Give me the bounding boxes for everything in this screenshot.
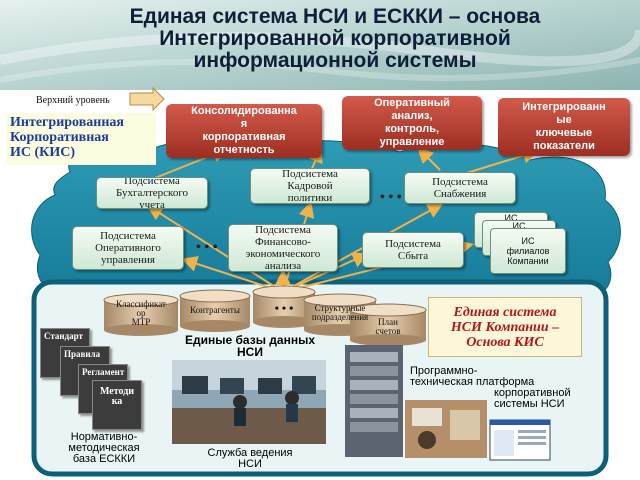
branch-is-line: Компании	[507, 256, 549, 266]
caption-line: Служба ведения	[207, 447, 293, 459]
subsystem-line: управления	[100, 254, 155, 266]
nsi-line: НСИ Компании –	[450, 319, 560, 335]
subsystem-finance: Подсистема Финансово- экономического ана…	[228, 224, 338, 272]
subsystem-line: Бухгалтерского	[115, 187, 189, 199]
subsystem-line: Подсистема	[282, 168, 338, 180]
subsystem-line: анализа	[264, 260, 302, 272]
box-line: отчетность	[213, 144, 275, 156]
subsystem-supply: Подсистема Снабжения	[404, 172, 516, 204]
caption-line: техническая платформа	[410, 376, 535, 388]
subsystem-line: Финансово-	[255, 236, 311, 248]
box-line: контроль,	[384, 123, 440, 135]
subsystem-line: Снабжения	[433, 188, 487, 200]
title-line-3: информационной системы	[193, 49, 477, 72]
doc-card-methodology: Методи ка	[92, 380, 142, 430]
upper-level-label: Верхний уровень	[36, 95, 110, 106]
key-indicators-box: Интегрированн ые ключевые показатели	[498, 98, 630, 156]
subsystem-line: Подсистема	[124, 177, 180, 187]
caption-line: НСИ	[237, 345, 263, 359]
db-label-line: Классификат	[116, 300, 166, 309]
branch-is-middle-label: ИС	[512, 221, 526, 231]
box-line: корпоративная	[202, 131, 286, 143]
box-line: Оперативный	[374, 97, 450, 109]
box-line: управление	[379, 136, 445, 148]
db-drum-contractors	[179, 289, 251, 332]
db-accounts-label: План счетов	[360, 318, 416, 336]
db-label-line: МТР	[131, 317, 151, 327]
caption-line: корпоративной	[494, 387, 571, 399]
service-photo	[172, 360, 326, 444]
nsi-line: Единая система	[453, 304, 557, 320]
title-line-1: Единая система НСИ и ЕСККИ – основа	[129, 5, 541, 28]
subsystem-line: Сбыта	[397, 250, 429, 262]
kis-label-line-2: Корпоративная	[10, 130, 109, 145]
unified-db-caption: Единые базы данных НСИ	[170, 334, 330, 358]
subsystem-line: Подсистема	[255, 224, 311, 236]
page-title: Единая система НСИ и ЕСККИ – основа Инте…	[40, 6, 630, 72]
db-drum-accounts	[349, 303, 427, 346]
kis-label: Интегрированная Корпоративная ИС (КИС)	[6, 113, 156, 165]
box-line: я	[240, 118, 248, 130]
title-line-2: Интегрированной корпоративной	[159, 27, 511, 50]
dots-supply: • • •	[380, 190, 402, 205]
operational-analysis-box: Оперативный анализ, контроль, управление	[342, 96, 482, 150]
normative-base-caption: Нормативно- методическая база ЕСККИ	[54, 432, 154, 465]
subsystem-accounting: Подсистема Бухгалтерского учета	[96, 177, 208, 209]
subsystem-line: экономического	[245, 248, 321, 260]
subsystem-hr: Подсистема Кадровой политики	[250, 168, 370, 204]
server-rack-photo	[345, 345, 403, 457]
service-caption: Служба ведения НСИ	[186, 448, 314, 470]
caption-line: Нормативно-	[70, 431, 138, 443]
subsystem-line: Кадровой	[287, 180, 333, 192]
db-contractors-label: Контрагенты	[190, 306, 240, 315]
subsystem-line: учета	[139, 199, 165, 209]
db-drum-classifiers	[103, 293, 179, 336]
caption-line: системы НСИ	[494, 398, 565, 410]
db-label-line: подразделения	[311, 312, 369, 322]
caption-line: НСИ	[238, 458, 262, 470]
kis-label-line-3: ИС (КИС)	[10, 145, 75, 160]
caption-line: база ЕСККИ	[72, 453, 136, 465]
db-more-label: • • •	[274, 304, 294, 313]
db-label-line: Структурные	[314, 304, 366, 313]
software-screenshot	[489, 419, 551, 461]
header-band	[0, 0, 640, 90]
db-label-line: ор	[136, 308, 146, 318]
platform-caption: Программно- техническая платформа корпор…	[410, 366, 592, 410]
consolidated-reporting-box: Консолидированна я корпоративная отчетно…	[166, 104, 322, 158]
subsystem-line: политики	[287, 192, 333, 204]
db-structural-label: Структурные подразделения	[306, 304, 374, 322]
nsi-line: Основа КИС	[466, 334, 544, 350]
kis-label-line-1: Интегрированная	[10, 115, 124, 130]
box-line: ые	[556, 114, 572, 126]
subsystem-line: Оперативного	[95, 242, 161, 254]
subsystem-sales: Подсистема Сбыта	[362, 232, 464, 268]
box-line: показатели	[533, 140, 595, 152]
branch-is-back-label: ИС	[504, 213, 518, 223]
box-line: анализ,	[391, 110, 433, 122]
box-line: ключевые	[535, 127, 593, 139]
db-classifiers-label: Классификат ор МТР	[108, 300, 174, 327]
equipment-photo	[405, 400, 487, 458]
subsystem-line: Подсистема	[432, 176, 488, 188]
box-line: Интегрированн	[522, 101, 606, 113]
box-line: Консолидированна	[191, 105, 297, 117]
subsystem-operational: Подсистема Оперативного управления	[72, 226, 184, 270]
nsi-company-label: Единая система НСИ Компании – Основа КИС	[428, 297, 582, 357]
db-label-line: счетов	[375, 326, 401, 336]
db-label-line: План	[378, 318, 398, 327]
upper-level-arrow	[129, 86, 165, 112]
branch-is-line: ИС	[521, 236, 535, 246]
subsystem-line: Подсистема	[385, 238, 441, 250]
branch-is-card-front: ИС филиалов Компании	[490, 228, 566, 274]
caption-line: Программно-	[410, 365, 478, 377]
branch-is-line: филиалов	[506, 246, 550, 256]
dots-operational: • • •	[196, 240, 218, 255]
caption-line: методическая	[68, 442, 140, 454]
subsystem-line: Подсистема	[100, 230, 156, 242]
caption-line: Единые базы данных	[185, 333, 315, 347]
